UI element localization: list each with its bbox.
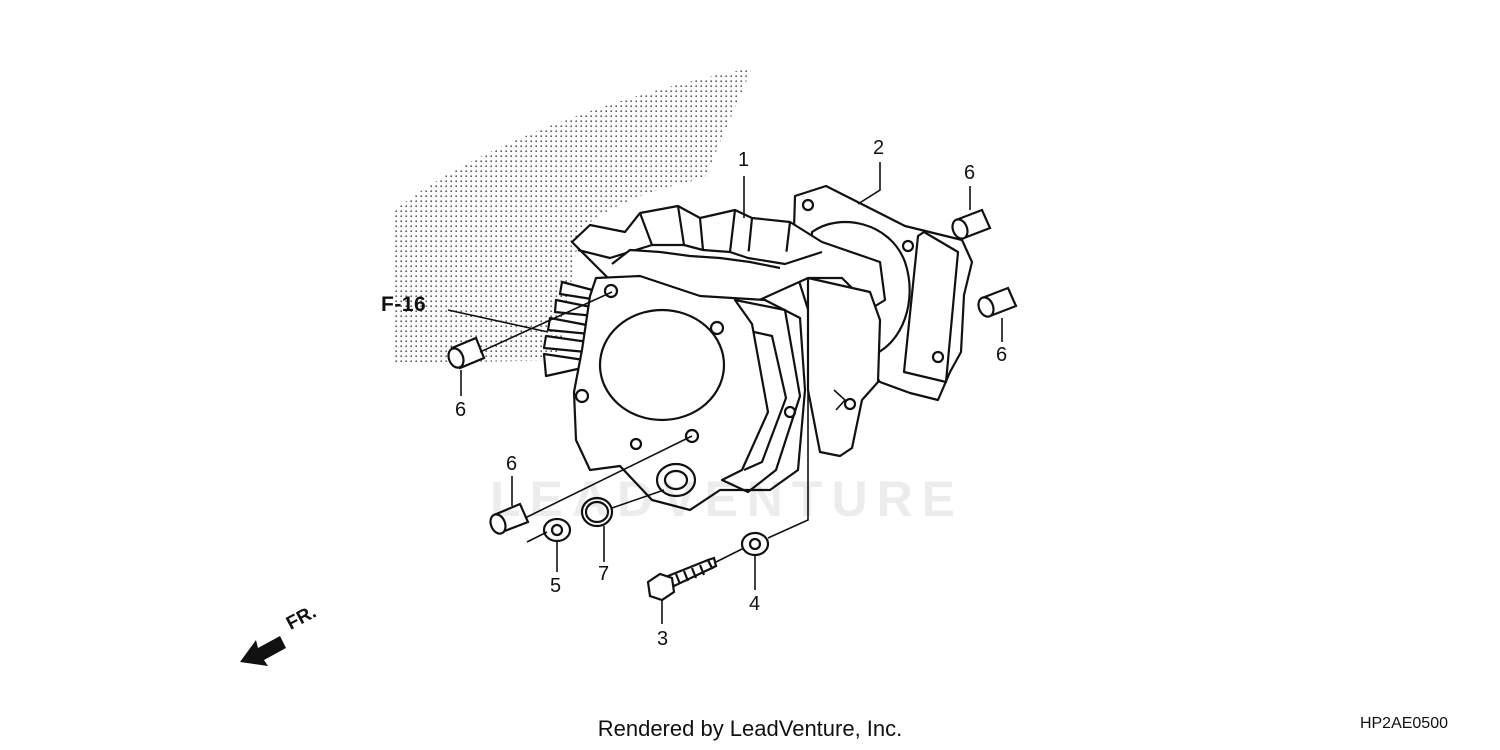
callout-6-bottom-left: 6 (506, 453, 518, 475)
callout-7: 7 (598, 563, 610, 585)
dowel-pins (447, 208, 1018, 535)
callout-1: 1 (738, 149, 750, 171)
callout-6-mid-right: 6 (996, 344, 1008, 366)
cylinder-body (542, 204, 887, 512)
crankcase-shading (395, 68, 752, 362)
callout-4: 4 (749, 593, 761, 615)
footer-credit: Rendered by LeadVenture, Inc. (597, 716, 903, 741)
callout-3: 3 (657, 628, 669, 650)
dowel-pin-mid-right (977, 286, 1018, 318)
dowel-pin-bottom-left (489, 502, 530, 535)
front-direction-arrow (240, 636, 286, 666)
washer-4 (740, 531, 770, 557)
callout-6-left: 6 (455, 399, 467, 421)
dowel-pin-top-right (951, 208, 992, 240)
callout-5: 5 (550, 575, 562, 597)
dowel-pin-left (447, 336, 486, 370)
reference-f16[interactable]: F-16 (381, 293, 427, 316)
diagram-id: HP2AE0500 (1359, 715, 1448, 732)
bolt-3 (646, 556, 718, 602)
o-ring-7 (580, 496, 614, 528)
watermark: LEADVENTURE (490, 471, 965, 527)
callout-2: 2 (873, 137, 885, 159)
callout-6-top-right: 6 (964, 162, 976, 184)
leader-lines (447, 162, 1003, 624)
